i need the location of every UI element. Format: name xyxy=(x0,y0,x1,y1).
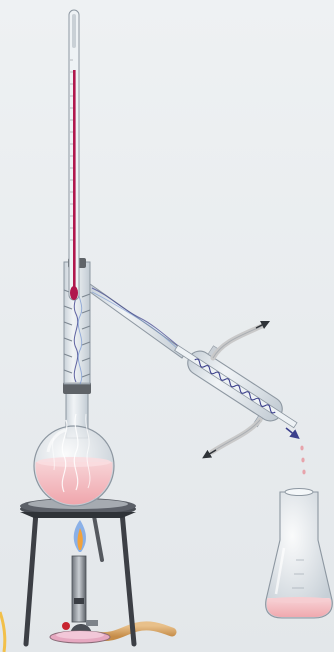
thermometer-liquid xyxy=(73,70,76,290)
gas-valve-knob xyxy=(62,622,70,630)
